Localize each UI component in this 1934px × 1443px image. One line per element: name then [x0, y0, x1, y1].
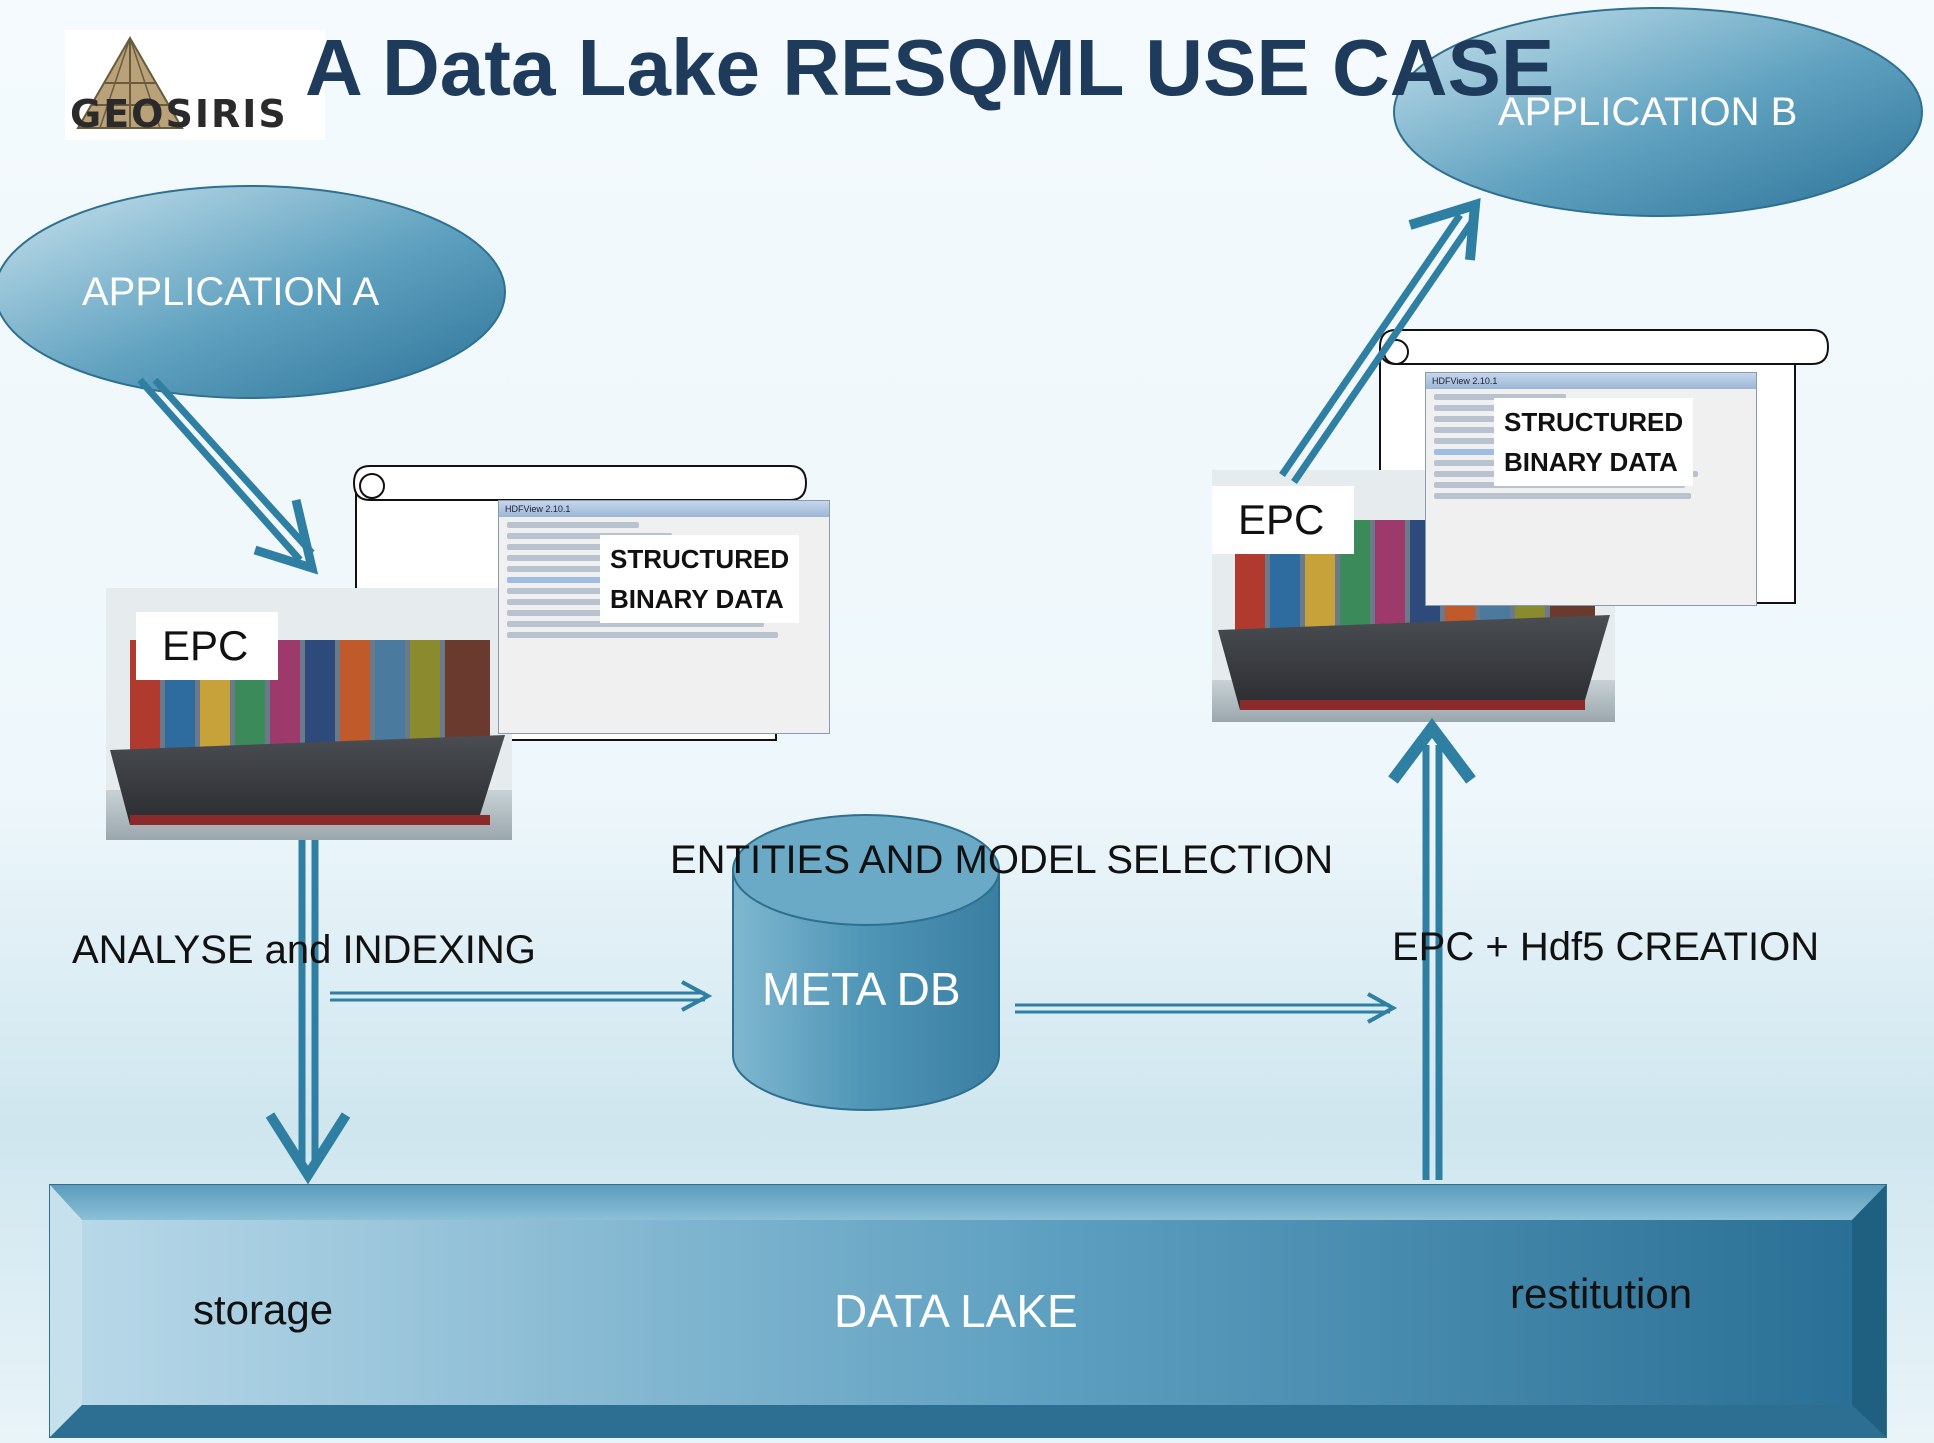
right-binary-data-label: STRUCTURED BINARY DATA [1494, 398, 1694, 486]
right-epc-badge: EPC [1212, 486, 1355, 554]
arrow-meta-db-to-creation [1015, 992, 1398, 1024]
page-title: A Data Lake RESQML USE CASE [305, 23, 1555, 112]
analyse-indexing-label: ANALYSE and INDEXING [72, 928, 536, 972]
arrow-data-lake-to-epc [1388, 718, 1476, 1180]
application-b-label: APPLICATION B [1498, 90, 1798, 134]
restitution-label: restitution [1510, 1270, 1693, 1317]
arrow-app-a-to-epc [137, 377, 319, 575]
left-binary-data-line2: BINARY DATA [610, 584, 784, 614]
application-b-ellipse [1393, 7, 1923, 217]
application-a-ellipse [0, 185, 506, 399]
right-binary-data-line1: STRUCTURED [1504, 407, 1684, 437]
data-lake-label: DATA LAKE [834, 1285, 1078, 1337]
storage-label: storage [193, 1286, 334, 1333]
logo-text: GEOSIRIS [70, 92, 288, 136]
arrow-epc-to-data-lake [265, 840, 351, 1185]
meta-db-cylinder [732, 814, 1000, 1111]
epc-hdf5-creation-label: EPC + Hdf5 CREATION [1392, 925, 1820, 969]
left-binary-data-label: STRUCTURED BINARY DATA [600, 535, 800, 623]
right-binary-data-line2: BINARY DATA [1504, 447, 1678, 477]
arrow-to-meta-db [330, 980, 713, 1012]
geosiris-logo-icon [65, 30, 325, 140]
left-hdfview-titlebar: HDFView 2.10.1 [499, 501, 829, 517]
arrow-epc-to-app-b [1279, 198, 1481, 484]
left-ship-image [106, 588, 512, 840]
entities-model-selection-label: ENTITIES AND MODEL SELECTION [670, 838, 1334, 882]
application-a-label: APPLICATION A [82, 270, 380, 314]
meta-db-label: META DB [762, 963, 961, 1015]
right-hdfview-titlebar: HDFView 2.10.1 [1426, 373, 1756, 389]
data-lake-box [49, 1184, 1887, 1438]
left-binary-data-line1: STRUCTURED [610, 544, 790, 574]
left-epc-badge: EPC [136, 612, 279, 680]
